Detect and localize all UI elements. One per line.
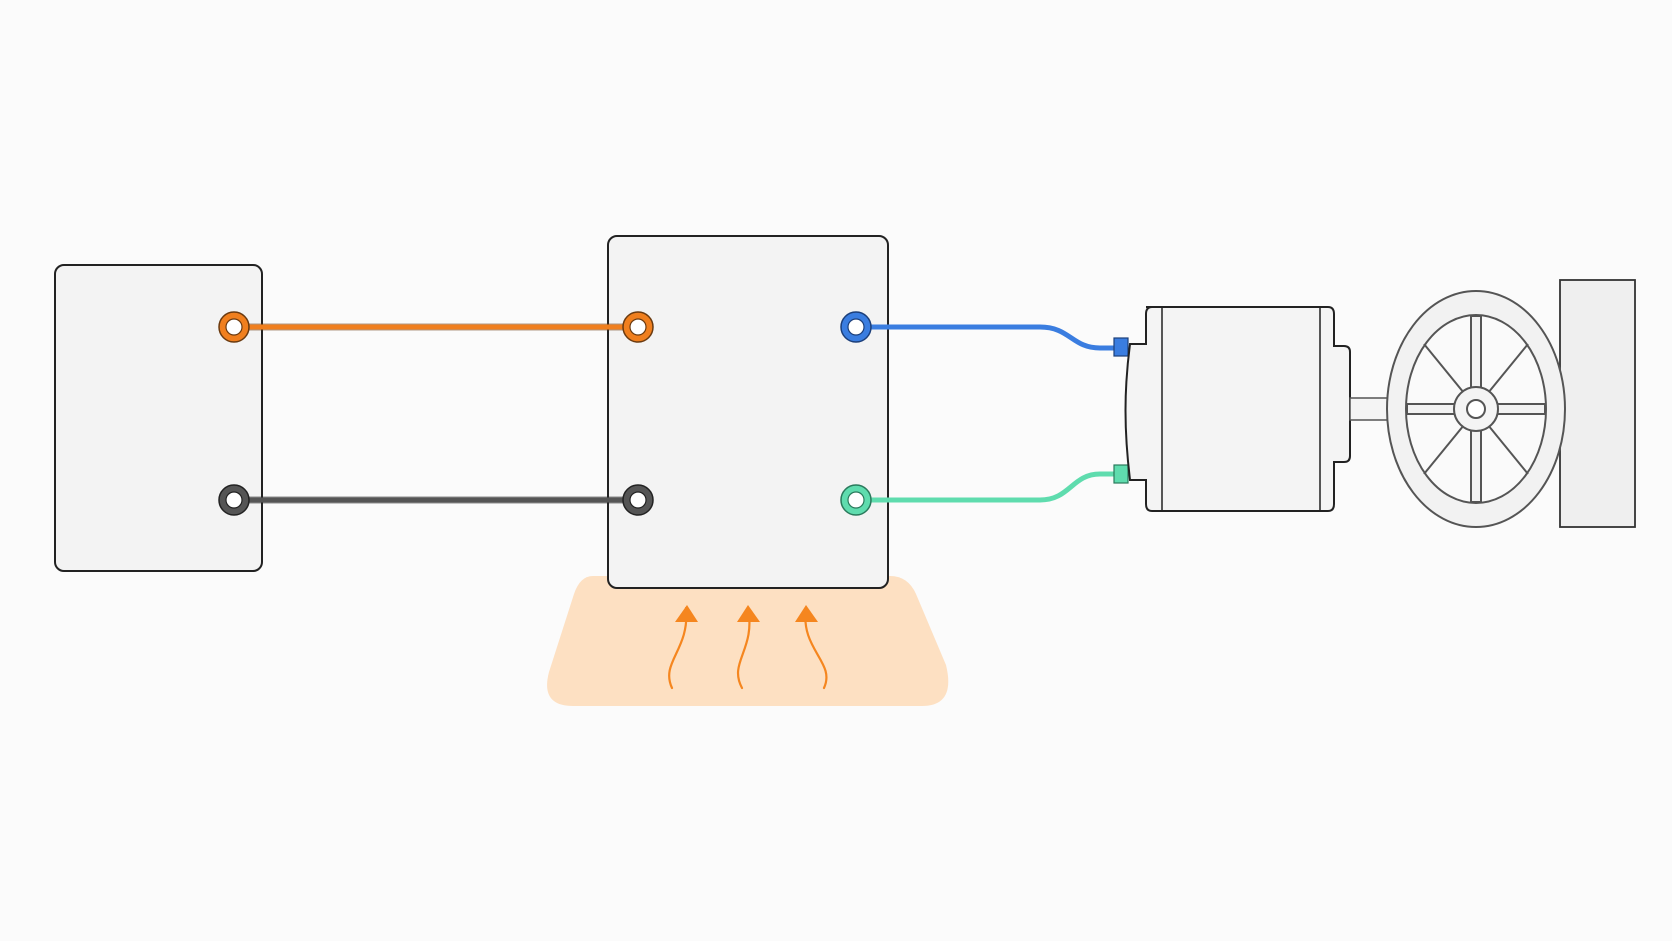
- wheel-icon: [1386, 290, 1566, 528]
- heat-arrow-head-2: [737, 605, 760, 622]
- terminal-center-bottom-right: [840, 484, 872, 516]
- terminal-left-bottom: [218, 484, 250, 516]
- heat-arrow-head-3: [795, 605, 818, 622]
- terminal-center-top-left: [622, 311, 654, 343]
- terminal-center-bottom-left: [622, 484, 654, 516]
- heat-arrow-head-1b: [675, 605, 698, 622]
- wheel-axle: [1466, 399, 1486, 419]
- motor-connector-top: [1113, 337, 1129, 357]
- wire-top-right: [853, 324, 1121, 351]
- wall-block: [1559, 279, 1636, 528]
- heat-source: [547, 576, 949, 706]
- motor-connector-bottom: [1113, 464, 1129, 484]
- motor-icon: [1113, 306, 1351, 512]
- motor-shaft: [1349, 397, 1393, 421]
- wire-bottom-right: [853, 471, 1121, 503]
- terminal-left-top: [218, 311, 250, 343]
- terminal-center-top-right: [840, 311, 872, 343]
- left-box: [54, 264, 263, 572]
- heat-arrows-icon: [668, 605, 828, 690]
- center-box: [607, 235, 889, 589]
- motor-body: [1124, 306, 1351, 512]
